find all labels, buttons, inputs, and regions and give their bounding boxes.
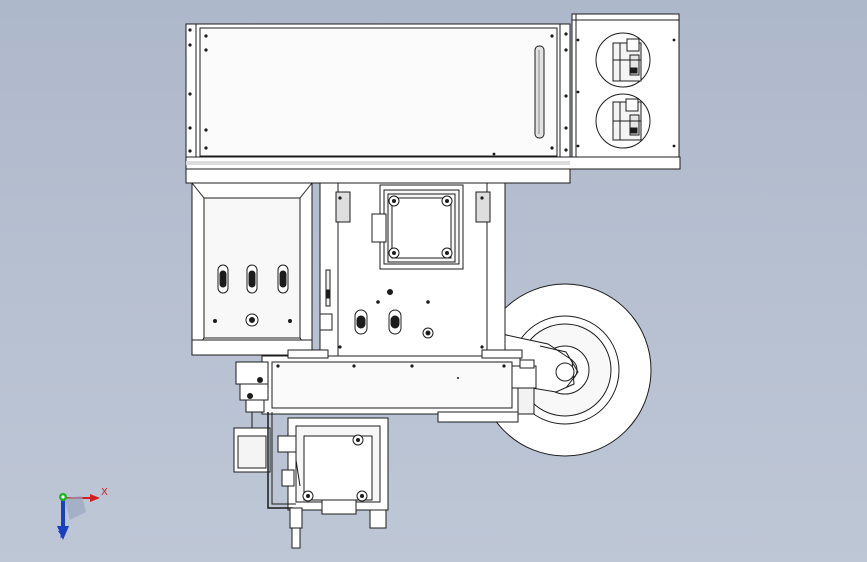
central-body[interactable]	[319, 182, 506, 361]
pneumatic-fittings	[267, 412, 303, 549]
sensor-box[interactable]	[571, 13, 680, 158]
lower-carriage[interactable]	[261, 349, 537, 423]
small-motor[interactable]	[233, 361, 271, 473]
housing-bolts	[188, 28, 568, 156]
wheel-assembly[interactable]	[478, 283, 652, 457]
axis-x-label: X	[101, 487, 108, 498]
gearbox[interactable]	[277, 417, 389, 529]
carriage-clamp	[511, 365, 537, 389]
axis-triad	[57, 493, 100, 540]
sensor-upper	[595, 32, 651, 88]
gearbox-bolts	[302, 434, 368, 502]
axis-y-label: Y	[58, 530, 65, 541]
top-housing[interactable]	[185, 23, 681, 184]
body-slots	[338, 196, 484, 349]
guide-slots	[213, 264, 292, 327]
flange-bolts	[388, 195, 453, 259]
sensor-lower	[595, 93, 651, 149]
left-guide-block[interactable]	[191, 182, 313, 356]
